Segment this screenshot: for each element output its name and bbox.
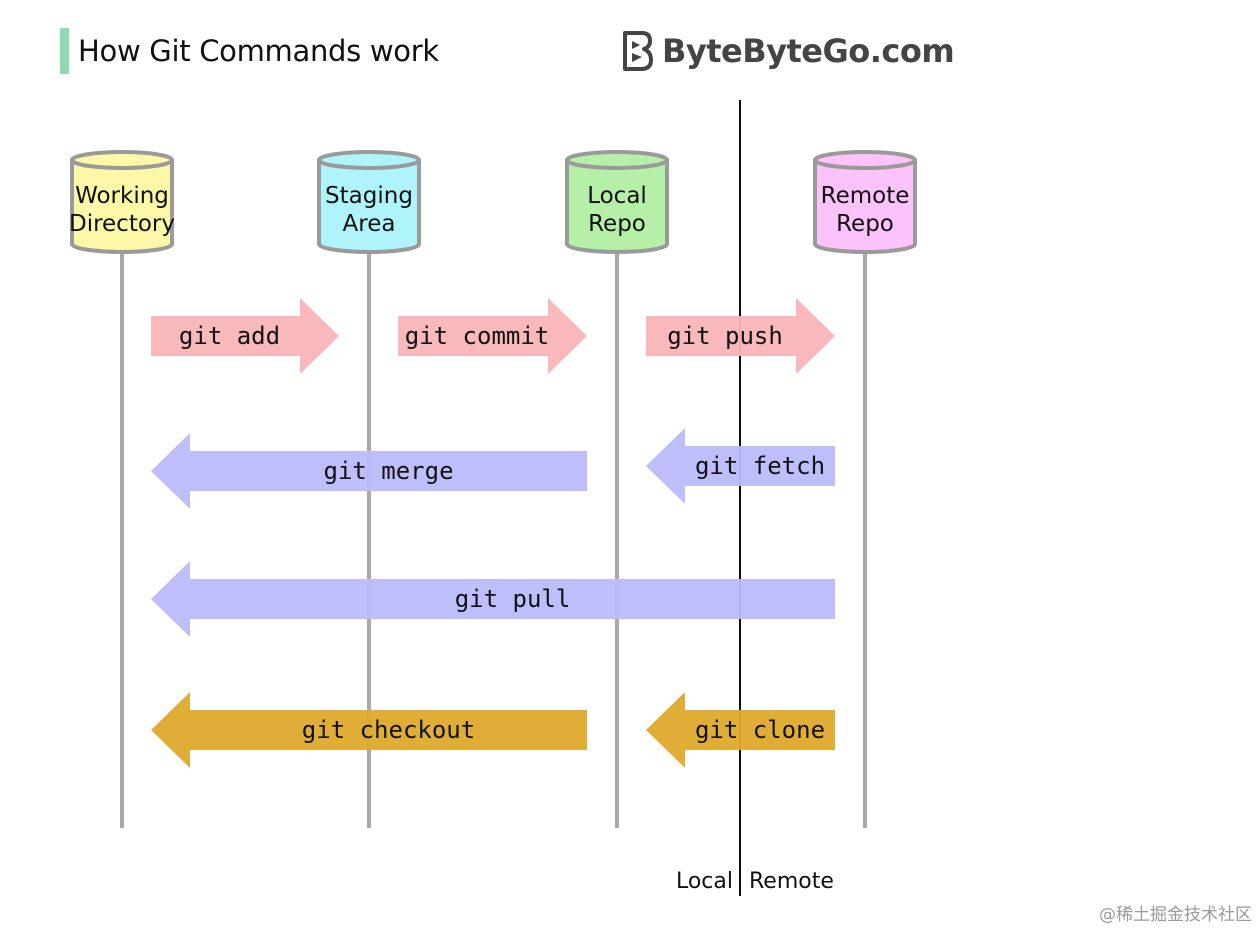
git-commit-label: git commit xyxy=(405,322,550,350)
git-pull-label: git pull xyxy=(455,585,571,613)
store-local-label-line: Repo xyxy=(588,211,646,237)
local-side-label: Local xyxy=(676,869,733,894)
git-merge-arrow: git merge xyxy=(151,433,587,509)
git-clone-arrow-shape xyxy=(646,692,835,768)
store-staging-top xyxy=(317,150,421,170)
store-local-top xyxy=(565,150,669,170)
title-accent-bar xyxy=(60,28,69,74)
store-staging-label-line: Area xyxy=(343,211,396,237)
store-local-body xyxy=(565,160,669,254)
git-fetch-arrow-shape xyxy=(646,428,835,504)
store-working-body xyxy=(70,160,174,254)
git-pull-arrow: git pull xyxy=(151,561,835,637)
git-clone-label: git clone xyxy=(695,716,825,744)
store-remote-label-line: Remote xyxy=(821,183,910,209)
watermark: @稀土掘金技术社区 xyxy=(1099,905,1252,925)
git-checkout-label: git checkout xyxy=(302,716,475,744)
git-pull-arrow-shape xyxy=(151,561,835,637)
git-add-arrow: git add xyxy=(151,298,339,374)
git-clone-arrow: git clone xyxy=(646,692,835,768)
brand-name: ByteByteGo.com xyxy=(662,32,955,70)
git-commit-arrow: git commit xyxy=(398,298,587,374)
git-commit-arrow-shape xyxy=(398,298,587,374)
store-remote-top xyxy=(813,150,917,170)
git-merge-arrow-shape xyxy=(151,433,587,509)
store-local-label-line: Local xyxy=(587,183,647,209)
git-fetch-label: git fetch xyxy=(695,452,825,480)
git-fetch-arrow: git fetch xyxy=(646,428,835,504)
title-block: How Git Commands work xyxy=(60,28,439,74)
brand-logo: ByteByteGo.com xyxy=(620,28,955,74)
git-push-label: git push xyxy=(667,322,783,350)
store-remote-label-line: Repo xyxy=(836,211,894,237)
store-staging-body xyxy=(317,160,421,254)
remote-side-label: Remote xyxy=(749,869,834,894)
git-push-arrow-shape xyxy=(646,298,835,374)
store-remote-body xyxy=(813,160,917,254)
git-checkout-arrow: git checkout xyxy=(151,692,587,768)
store-working-label-line: Directory xyxy=(69,211,175,237)
page-title: How Git Commands work xyxy=(78,34,439,68)
git-add-label: git add xyxy=(179,322,280,350)
git-push-arrow: git push xyxy=(646,298,835,374)
git-merge-label: git merge xyxy=(323,457,453,485)
git-checkout-arrow-shape xyxy=(151,692,587,768)
git-add-arrow-shape xyxy=(151,298,339,374)
bytebytego-logo-icon xyxy=(623,31,653,71)
store-staging-label-line: Staging xyxy=(325,183,413,209)
store-working-top xyxy=(70,150,174,170)
store-working-label-line: Working xyxy=(75,183,169,209)
